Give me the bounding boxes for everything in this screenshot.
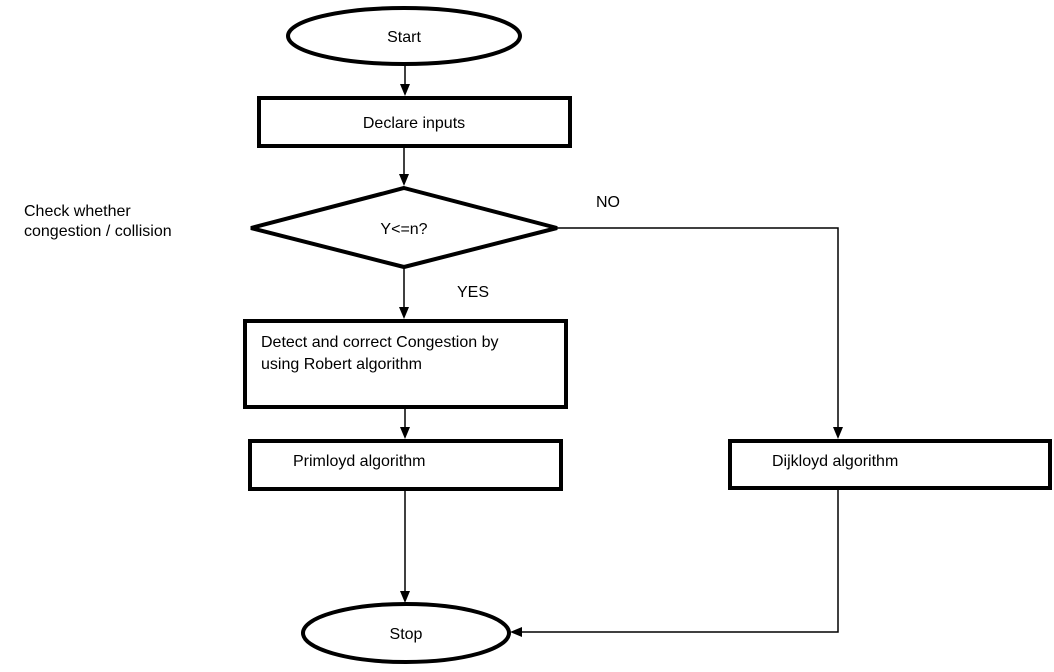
dijkloyd-label: Dijkloyd algorithm xyxy=(772,453,898,470)
decision-note: Check whether congestion / collision xyxy=(24,202,224,242)
primloyd-label: Primloyd algorithm xyxy=(293,453,425,470)
declare-inputs-node: Declare inputs xyxy=(257,96,572,148)
connector-yes-branch xyxy=(399,267,409,319)
detect-congestion-node: Detect and correct Congestion by using R… xyxy=(243,319,568,409)
connector-declare-to-decision xyxy=(399,148,409,186)
connector-primloyd-to-stop xyxy=(400,491,410,603)
start-ellipse xyxy=(286,6,522,66)
connector-start-to-declare xyxy=(400,64,410,96)
detect-congestion-label-line-1: Detect and correct Congestion by xyxy=(261,334,498,351)
connector-no-branch xyxy=(557,227,843,439)
decision-note-line-1: Check whether xyxy=(24,203,131,220)
start-label: Start xyxy=(387,29,421,46)
declare-inputs-label: Declare inputs xyxy=(363,115,465,132)
detect-congestion-box xyxy=(243,319,568,409)
decision-node: Y<=n? xyxy=(250,185,558,270)
connector-dijkloyd-to-stop xyxy=(510,490,839,637)
connector-detect-to-primloyd xyxy=(400,409,410,439)
detect-congestion-label-line-2: using Robert algorithm xyxy=(261,356,422,373)
stop-node: Stop xyxy=(301,602,511,664)
dijkloyd-node: Dijkloyd algorithm xyxy=(728,439,1052,490)
decision-note-line-2: congestion / collision xyxy=(24,223,172,240)
dijkloyd-box xyxy=(728,439,1052,490)
start-node: Start xyxy=(286,6,522,66)
declare-inputs-box xyxy=(257,96,572,148)
no-label: NO xyxy=(596,194,620,211)
decision-label: Y<=n? xyxy=(380,221,427,238)
stop-label: Stop xyxy=(390,626,423,643)
primloyd-node: Primloyd algorithm xyxy=(248,439,563,491)
primloyd-box xyxy=(248,439,563,491)
yes-label: YES xyxy=(457,284,489,301)
stop-ellipse xyxy=(301,602,511,664)
